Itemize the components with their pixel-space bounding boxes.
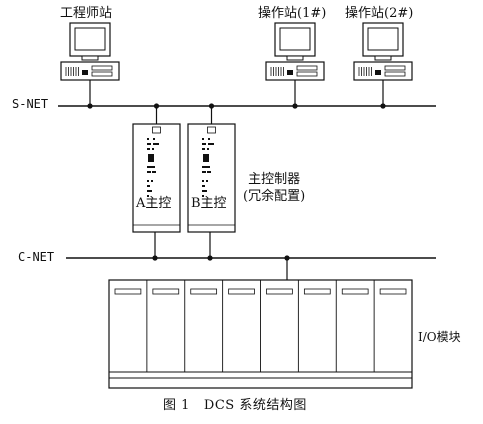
workstation-op2 bbox=[353, 22, 413, 109]
monitor-screen bbox=[279, 27, 311, 51]
status-indicator bbox=[147, 195, 149, 197]
io-module-handle bbox=[190, 288, 218, 295]
monitor-screen bbox=[74, 27, 106, 51]
controller-b-label: B主控 bbox=[191, 196, 227, 211]
status-indicator bbox=[147, 148, 150, 150]
status-indicator bbox=[207, 171, 211, 173]
drive-slot bbox=[384, 65, 406, 71]
figure-title: DCS 系统结构图 bbox=[203, 398, 307, 413]
controller-a-label: A主控 bbox=[136, 196, 172, 211]
monitor-stand bbox=[374, 55, 392, 61]
power-button bbox=[82, 70, 88, 75]
drive-slot bbox=[91, 65, 113, 71]
drive-slot bbox=[296, 71, 318, 77]
operator-station-1-label: 操作站(1#) bbox=[258, 6, 327, 21]
snet-node bbox=[380, 103, 386, 109]
engineer-station-label: 工程师站 bbox=[60, 6, 113, 21]
status-indicator bbox=[151, 180, 153, 182]
drive-slot bbox=[296, 65, 318, 71]
workstation-op1 bbox=[265, 22, 325, 109]
drive-slot bbox=[384, 71, 406, 77]
status-indicator bbox=[147, 171, 151, 173]
cnet-node bbox=[284, 255, 290, 261]
io-module-handle bbox=[341, 288, 369, 295]
io-module-handle bbox=[303, 288, 331, 295]
controller-b bbox=[187, 103, 236, 261]
status-indicator bbox=[202, 180, 204, 182]
snet-label: S-NET bbox=[12, 97, 49, 111]
workstation-engineer bbox=[60, 22, 120, 109]
status-indicator bbox=[202, 138, 204, 140]
cnet-node bbox=[207, 255, 213, 261]
status-indicator bbox=[147, 185, 150, 187]
monitor-stand bbox=[81, 55, 99, 61]
status-indicator bbox=[147, 180, 149, 182]
cpu-base bbox=[265, 61, 325, 81]
status-indicator bbox=[208, 138, 210, 140]
status-indicator bbox=[208, 143, 214, 145]
snet-node bbox=[153, 103, 160, 109]
status-indicator bbox=[202, 195, 204, 197]
status-indicator bbox=[202, 166, 210, 168]
chassis-port bbox=[207, 126, 216, 134]
controller-a bbox=[132, 103, 181, 261]
status-indicator bbox=[202, 143, 206, 145]
snet-node bbox=[87, 103, 93, 109]
controller-group-subtitle: (冗余配置) bbox=[243, 189, 306, 204]
controller-chassis bbox=[187, 123, 236, 233]
status-indicator bbox=[202, 190, 207, 192]
io-module-handle bbox=[266, 288, 293, 295]
status-indicator bbox=[202, 171, 206, 173]
monitor-screen bbox=[367, 27, 399, 51]
status-indicator bbox=[152, 148, 154, 150]
cpu-base bbox=[60, 61, 120, 81]
snet-node bbox=[292, 103, 298, 109]
controller-chassis bbox=[132, 123, 181, 233]
operator-station-2-label: 操作站(2#) bbox=[345, 6, 414, 21]
figure-caption: 图 1 DCS 系统结构图 bbox=[163, 398, 307, 413]
status-indicator bbox=[206, 180, 208, 182]
snet-node bbox=[208, 103, 215, 109]
status-indicator bbox=[148, 154, 154, 162]
status-indicator bbox=[202, 185, 205, 187]
status-indicator bbox=[203, 154, 209, 162]
status-indicator bbox=[152, 171, 156, 173]
drive-slot bbox=[91, 71, 113, 77]
cnet-node bbox=[152, 255, 158, 261]
status-indicator bbox=[202, 148, 205, 150]
status-indicator bbox=[147, 190, 152, 192]
cnet-label: C-NET bbox=[18, 250, 55, 264]
io-module-handle bbox=[379, 288, 407, 295]
controller-group-label: 主控制器 (冗余配置) bbox=[243, 171, 305, 205]
io-module-handle bbox=[152, 288, 180, 295]
status-indicator bbox=[147, 166, 155, 168]
chassis-port bbox=[152, 126, 161, 134]
status-indicator bbox=[147, 143, 151, 145]
controller-group-title: 主控制器 bbox=[248, 172, 301, 187]
io-cabinet bbox=[108, 255, 413, 389]
status-indicator bbox=[147, 138, 149, 140]
power-button bbox=[375, 70, 381, 75]
status-indicator bbox=[207, 148, 209, 150]
power-button bbox=[287, 70, 293, 75]
cpu-base bbox=[353, 61, 413, 81]
io-module-handle bbox=[228, 288, 255, 295]
figure-number: 图 1 bbox=[163, 398, 190, 413]
monitor-stand bbox=[286, 55, 304, 61]
io-module-handle bbox=[114, 288, 142, 295]
status-indicator bbox=[153, 143, 159, 145]
status-indicator bbox=[153, 138, 155, 140]
io-module-label: I/O模块 bbox=[418, 330, 461, 344]
